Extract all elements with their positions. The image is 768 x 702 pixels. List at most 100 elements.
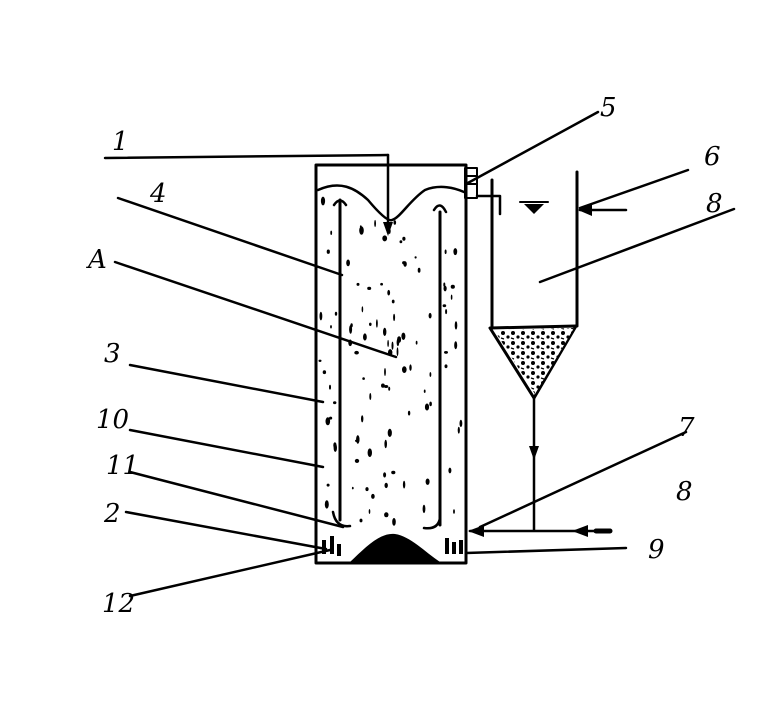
carrier-particle [382,235,388,242]
label-1: 1 [112,127,129,157]
carrier-particle [359,226,364,235]
carrier-particle [318,359,322,362]
carrier-particle [371,493,375,499]
carrier-particle [399,240,403,244]
carrier-particle [402,236,406,241]
carrier-particle [396,347,399,357]
carrier-particle [448,467,452,474]
carrier-particle [409,364,412,371]
carrier-particle [453,248,458,256]
carrier-particle [356,435,360,444]
carrier-particle [349,325,353,334]
label-9: 9 [648,535,665,565]
carrier-particle [387,339,389,348]
carrier-particle [351,486,354,490]
reactor-column [314,153,468,565]
carrier-particle [423,389,426,393]
carrier-particle [387,428,392,437]
carrier-particle [391,299,395,304]
carrier-particle [387,289,391,296]
carrier-particle [391,341,394,350]
carrier-particle [454,321,458,330]
carrier-particle [391,470,396,475]
carrier-particle [367,286,372,290]
carrier-particle [424,403,430,411]
carrier-particle [367,448,372,458]
carrier-particle [363,333,367,341]
carrier-particle [445,309,448,315]
carrier-particle [359,518,363,523]
carrier-particle [320,196,326,206]
sediment-mound [350,533,440,562]
carrier-particle [322,370,327,375]
carrier-particle [326,249,330,254]
label-10: 10 [96,405,129,435]
carrier-particle [330,325,332,329]
carrier-particle [402,480,406,489]
carrier-particle [425,478,430,485]
carrier-particle [356,282,360,286]
carrier-particles [318,196,463,526]
carrier-particle [380,282,383,286]
carrier-particle [453,509,455,514]
carrier-particle [428,312,432,319]
carrier-particle [369,322,372,326]
carrier-particle [383,472,387,478]
carrier-particle [384,368,386,376]
label-4: 4 [149,179,167,209]
carrier-particle [383,327,387,336]
carrier-particle [442,304,447,308]
carrier-particle [402,261,406,265]
carrier-particle [444,351,448,354]
carrier-particle [362,377,365,380]
carrier-particle [361,306,364,313]
carrier-particle [429,401,432,407]
labels: 1 4 A 3 10 11 2 12 5 6 8 7 8 9 [86,93,723,619]
carrier-particle [401,332,406,340]
carrier-particle [383,385,389,388]
carrier-particle [333,443,337,452]
carrier-particle [359,225,362,228]
label-7: 7 [678,413,695,443]
carrier-particle [407,410,411,416]
carrier-particle [329,384,331,390]
carrier-particle [388,386,391,391]
label-11: 11 [106,451,139,481]
carrier-particle [422,504,426,514]
carrier-particle [365,487,369,492]
carrier-particle [444,249,447,255]
carrier-particle [381,383,385,388]
carrier-particle [368,509,371,514]
label-5: 5 [600,93,617,123]
carrier-particle [325,417,331,426]
carrier-particle [393,313,396,322]
carrier-particle [397,336,402,343]
carrier-particle [429,372,432,377]
sludge-return-line [464,396,628,555]
carrier-particle [457,426,460,434]
carrier-particle [444,364,448,369]
label-8-settler: 8 [706,189,723,219]
carrier-particle [459,419,463,427]
carrier-particle [384,482,388,489]
carrier-particle [374,219,376,228]
carrier-particle [376,319,378,328]
carrier-particle [443,285,447,292]
label-2: 2 [103,499,121,529]
carrier-particle [393,220,397,225]
carrier-particle [450,294,453,300]
carrier-particle [369,393,372,400]
carrier-particle [384,439,388,449]
carrier-particle [334,311,338,316]
carrier-particle [402,366,407,373]
label-8-inlet: 8 [676,477,693,507]
carrier-particle [354,350,359,355]
label-a: A [86,245,107,275]
carrier-particle [329,416,333,420]
carrier-particle [450,284,455,289]
carrier-particle [330,230,333,235]
carrier-particle [454,341,458,350]
carrier-particle [324,500,329,509]
leader-lines [103,110,736,598]
